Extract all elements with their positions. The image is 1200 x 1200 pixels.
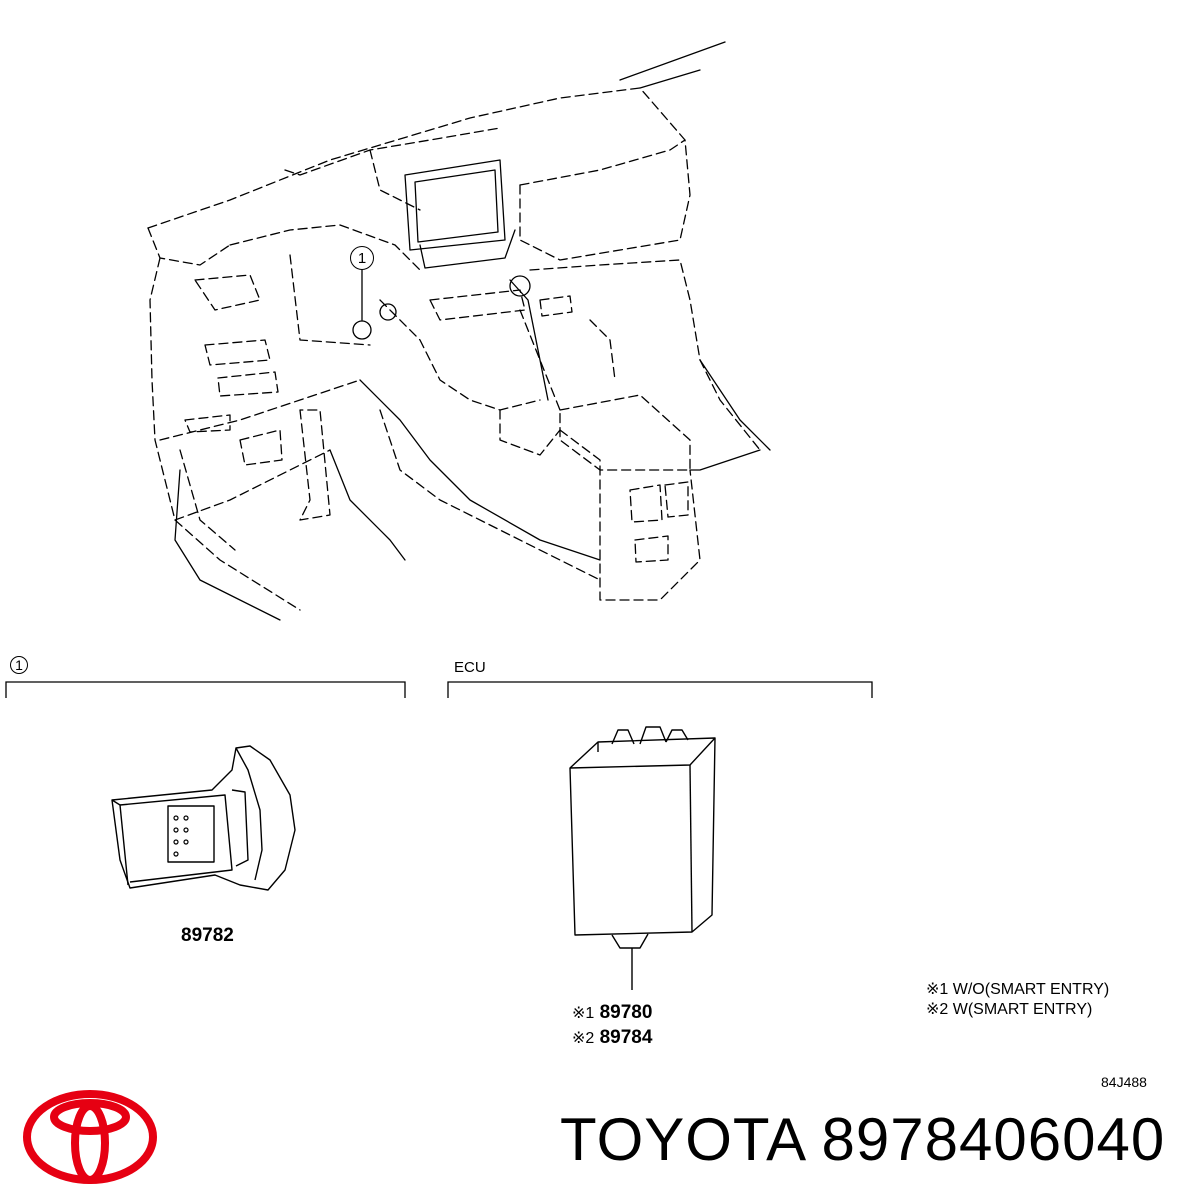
part-number-switch: 89782 xyxy=(181,925,234,946)
part-number: 89780 xyxy=(599,1002,653,1023)
part-marker: ※2 xyxy=(572,1030,595,1047)
section-ecu-title: ECU xyxy=(454,659,486,676)
callout-number-1: 1 xyxy=(350,246,374,270)
toyota-logo-icon xyxy=(23,1090,157,1184)
part-number-ecu-b: ※2 89784 xyxy=(572,1028,652,1047)
part-number: 89784 xyxy=(599,1027,653,1048)
dashboard-drawing xyxy=(147,41,771,621)
part-marker: ※1 xyxy=(572,1005,595,1022)
section-1-number: 1 xyxy=(10,656,28,674)
section-brackets xyxy=(5,681,873,698)
note-1: ※1 W/O(SMART ENTRY) xyxy=(926,981,1110,998)
switch-part-drawing xyxy=(111,745,296,891)
brand-part-title: TOYOTA 8978406040 xyxy=(560,1106,1166,1173)
illustration-code: 84J488 xyxy=(1101,1074,1147,1090)
ecu-part-drawing xyxy=(569,726,716,990)
note-2: ※2 W(SMART ENTRY) xyxy=(926,1001,1093,1018)
part-number-ecu-a: ※1 89780 xyxy=(572,1003,652,1022)
